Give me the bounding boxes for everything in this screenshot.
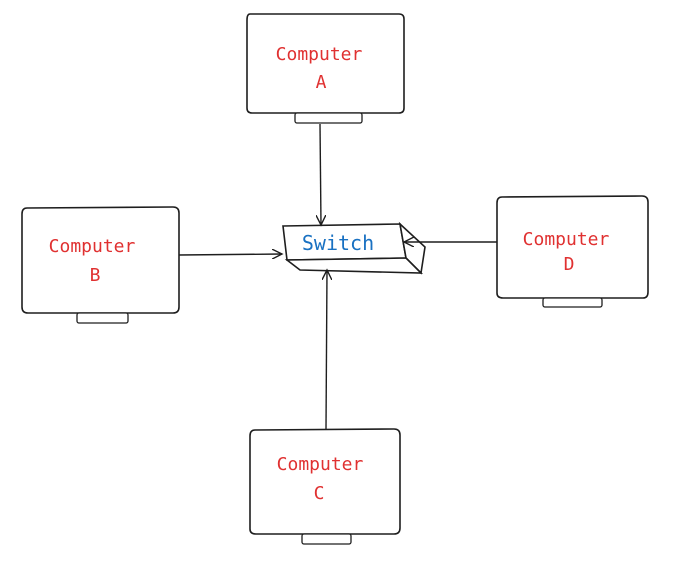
computer-a-stand bbox=[294, 112, 363, 124]
computer-b-screen bbox=[21, 206, 180, 314]
computer-d-screen bbox=[496, 195, 649, 299]
computer-c-label-line1: Computer bbox=[277, 454, 364, 475]
computer-c-screen bbox=[249, 428, 401, 535]
computer-a-label-line2: A bbox=[316, 72, 327, 93]
computer-c-node: Computer C bbox=[249, 428, 401, 545]
computer-d-label-line1: Computer bbox=[523, 229, 610, 250]
edge-b-to-switch bbox=[178, 254, 282, 255]
computer-b-label-line2: B bbox=[90, 265, 101, 286]
switch-label: Switch bbox=[302, 231, 374, 255]
computer-d-stand bbox=[542, 297, 603, 308]
computer-a-label-line1: Computer bbox=[276, 44, 363, 65]
computer-a-screen bbox=[246, 13, 405, 114]
computer-b-stand bbox=[76, 312, 129, 324]
computer-c-label-line2: C bbox=[314, 483, 325, 504]
edge-c-to-switch bbox=[326, 270, 327, 430]
switch-body-bottom bbox=[284, 257, 423, 274]
computer-b-label-line1: Computer bbox=[49, 236, 136, 257]
computer-c-stand bbox=[301, 533, 352, 545]
computer-d-node: Computer D bbox=[496, 195, 649, 308]
edge-a-to-switch bbox=[320, 123, 321, 225]
switch-node: Switch bbox=[282, 221, 426, 275]
computer-a-node: Computer A bbox=[246, 13, 405, 124]
computer-b-node: Computer B bbox=[21, 206, 180, 324]
computer-d-label-line2: D bbox=[564, 254, 575, 275]
